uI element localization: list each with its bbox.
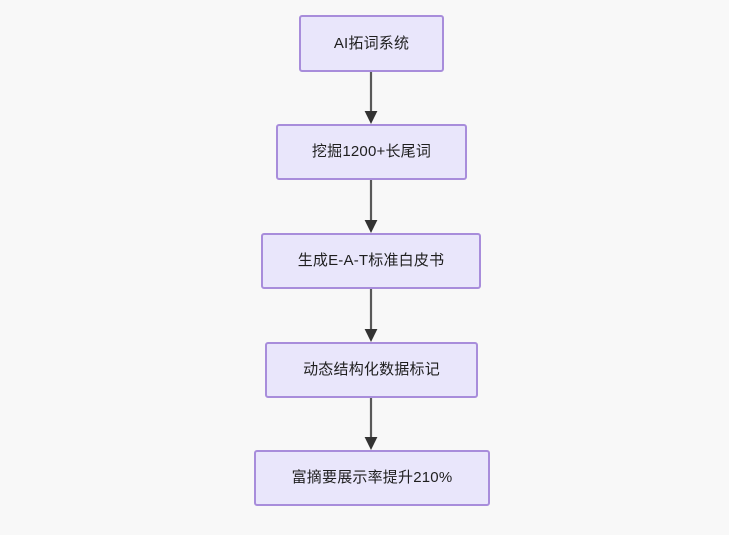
flowchart-node-label: 生成E-A-T标准白皮书: [297, 252, 445, 269]
flowchart-node-label: 动态结构化数据标记: [303, 361, 440, 378]
flowchart-node-rich-snippet-impression-lift[interactable]: 富摘要展示率提升210%: [254, 450, 490, 506]
flowchart-node-label: 富摘要展示率提升210%: [291, 469, 453, 486]
flowchart-node-generate-eat-whitepaper[interactable]: 生成E-A-T标准白皮书: [261, 233, 481, 289]
flowchart-node-dynamic-structured-data-markup[interactable]: 动态结构化数据标记: [265, 342, 478, 398]
flowchart-edge-n1-n2: [359, 72, 383, 124]
flowchart-edge-n3-n4: [359, 289, 383, 342]
flowchart-edge-n2-n3: [359, 180, 383, 233]
flowchart-node-label: AI拓词系统: [333, 34, 410, 52]
flowchart-node-mine-longtail-keywords[interactable]: 挖掘1200+长尾词: [276, 124, 467, 180]
flowchart-node-label: 挖掘1200+长尾词: [311, 143, 432, 160]
flowchart-node-ai-keyword-system[interactable]: AI拓词系统: [299, 15, 444, 72]
flowchart-edge-n4-n5: [359, 398, 383, 450]
